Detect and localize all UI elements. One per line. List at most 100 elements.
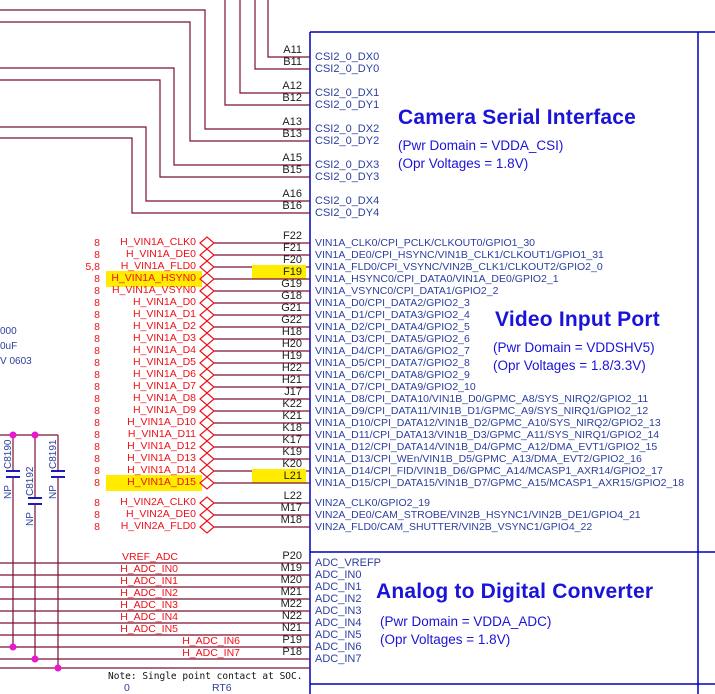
adc-opr-voltage: (Opr Voltages = 1.8V)	[380, 632, 511, 647]
highlight	[106, 475, 202, 491]
pin-number: K20	[282, 458, 302, 470]
pin-name: CSI2_0_DY1	[315, 99, 380, 111]
page-ref: 8	[94, 453, 100, 465]
pin-number: M21	[280, 586, 302, 598]
pin-name: ADC_IN5	[315, 629, 362, 641]
offpage-connector-diamond	[199, 380, 215, 394]
pin-number: K22	[282, 398, 302, 410]
net-label: H_VIN1A_D14	[127, 464, 196, 476]
pin-name: ADC_IN4	[315, 617, 362, 629]
junction-dot	[31, 431, 39, 439]
pin-name: VIN1A_FLD0/CPI_VSYNC/VIN2B_CLK1/CLKOUT2/…	[315, 261, 603, 273]
page-ref: 8	[94, 273, 100, 285]
pin-number: M19	[280, 562, 302, 574]
offpage-connector-diamond	[199, 440, 215, 454]
offpage-connector-diamond	[199, 404, 215, 418]
net-label: H_VIN1A_D13	[127, 452, 196, 464]
pin-number: A15	[282, 152, 302, 164]
wire	[0, 137, 310, 214]
pin-number: K17	[282, 434, 302, 446]
pin-number: G21	[281, 302, 302, 314]
offpage-connector-diamond	[199, 320, 215, 334]
offpage-connector-diamond	[199, 308, 215, 322]
net-label: H_VIN1A_CLK0	[120, 236, 196, 248]
page-ref: 8	[94, 477, 100, 489]
pin-name: CSI2_0_DY0	[315, 63, 380, 75]
csi-section-title: Camera Serial Interface	[398, 106, 637, 129]
soc-contact-note: Note: Single point contact at SOC.	[108, 671, 303, 682]
pin-number: M22	[280, 598, 302, 610]
net-label: H_VIN1A_D7	[132, 380, 196, 392]
pin-name: ADC_IN7	[315, 653, 362, 665]
pin-number: F19	[283, 266, 302, 278]
pin-name: VIN1A_D0/CPI_DATA2/GPIO2_3	[315, 297, 470, 309]
page-ref: 8	[94, 465, 100, 477]
wire	[239, 0, 310, 94]
pin-name: VIN1A_D1/CPI_DATA3/GPIO2_4	[315, 309, 470, 321]
pin-name: VIN1A_D10/CPI_DATA12/VIN1B_D2/GPMC_A10/S…	[315, 417, 661, 429]
pin-name: VIN1A_D8/CPI_DATA10/VIN1B_D0/GPMC_A8/SYS…	[315, 393, 649, 405]
net-label: H_VIN1A_VSYN0	[111, 284, 196, 296]
net-label: H_VIN1A_D15	[127, 476, 196, 488]
page-ref: 8	[94, 497, 100, 509]
pin-number: B16	[282, 200, 302, 212]
wire	[0, 9, 310, 130]
capacitor-refdes: C8191	[48, 439, 59, 469]
pin-name: ADC_IN0	[315, 569, 362, 581]
offpage-connector-diamond	[199, 416, 215, 430]
junction-dot	[9, 643, 17, 651]
csi-power-domain: (Pwr Domain = VDDA_CSI)	[398, 138, 564, 153]
wire	[0, 79, 310, 178]
capacitor-refdes: C8192	[25, 466, 36, 496]
adc-section-title: Analog to Digital Converter	[376, 580, 654, 603]
pin-number: F21	[283, 242, 302, 254]
net-label: H_VIN1A_D9	[132, 404, 196, 416]
wire	[0, 21, 310, 142]
offpage-connector-diamond	[199, 368, 215, 382]
pin-name: CSI2_0_DY2	[315, 135, 380, 147]
pin-name: VIN2A_FLD0/CAM_SHUTTER/VIN2B_VSYNC1/GPIO…	[315, 521, 593, 533]
wire	[224, 0, 310, 106]
offpage-connector-diamond	[199, 260, 215, 274]
wire	[0, 126, 310, 202]
pin-number: G22	[281, 314, 302, 326]
pin-name: CSI2_0_DX2	[315, 123, 380, 135]
pin-number: B13	[282, 128, 302, 140]
pin-name: VIN2A_DE0/CAM_STROBE/VIN2B_HSYNC1/VIN2B_…	[315, 509, 641, 521]
pin-name: VIN1A_D9/CPI_DATA11/VIN1B_D1/GPMC_A9/SYS…	[315, 405, 649, 417]
offpage-connector-diamond	[199, 236, 215, 250]
pin-name: ADC_IN1	[315, 581, 362, 593]
page-ref: 8	[94, 345, 100, 357]
page-ref: 8	[94, 393, 100, 405]
capacitor-np-label: NP	[3, 485, 14, 499]
offpage-connector-diamond	[199, 496, 215, 510]
vin-section-title: Video Input Port	[495, 308, 660, 331]
pin-name: VIN1A_DE0/CPI_HSYNC/VIN1B_CLK1/CLKOUT1/G…	[315, 249, 604, 261]
page-ref: 8	[94, 369, 100, 381]
offpage-connector-diamond	[199, 476, 215, 490]
page-ref: 8	[94, 357, 100, 369]
pin-name: CSI2_0_DX3	[315, 159, 380, 171]
pin-name: VIN1A_D4/CPI_DATA6/GPIO2_7	[315, 345, 470, 357]
capacitor-np-label: NP	[25, 512, 36, 526]
page-ref: 5,8	[85, 261, 100, 273]
pin-number: G18	[281, 290, 302, 302]
net-label: H_ADC_IN4	[120, 611, 178, 623]
pin-name: VIN1A_VSYNC0/CPI_DATA1/GPIO2_2	[315, 285, 499, 297]
net-label: H_ADC_IN5	[120, 623, 178, 635]
page-ref: 8	[94, 429, 100, 441]
offpage-connector-diamond	[199, 520, 215, 534]
pin-name: ADC_IN2	[315, 593, 362, 605]
net-label: H_VIN1A_D8	[132, 392, 196, 404]
clipped-cap-value-1: 000	[0, 326, 17, 337]
offpage-connector-diamond	[199, 428, 215, 442]
pin-name: CSI2_0_DY3	[315, 171, 380, 183]
net-label: H_VIN2A_FLD0	[120, 520, 196, 532]
pin-number: H20	[281, 338, 302, 350]
net-label: H_ADC_IN3	[120, 599, 178, 611]
page-ref: 8	[94, 441, 100, 453]
capacitor-np-label: NP	[48, 485, 59, 499]
highlight	[252, 469, 306, 483]
